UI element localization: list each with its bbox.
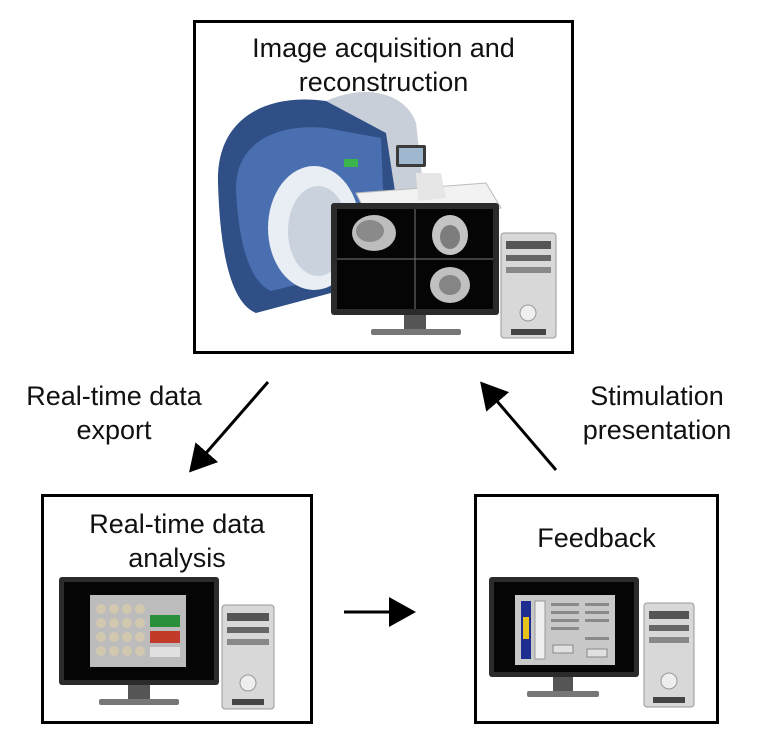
analysis-tower-icon — [221, 604, 275, 710]
stimulation-edge-label: Stimulation presentation — [582, 381, 732, 445]
acquisition-title: Image acquisition and reconstruction — [252, 33, 515, 97]
export-arrow — [189, 381, 270, 473]
feedback-computer-illustration — [489, 577, 695, 708]
computer-tower-icon — [500, 232, 557, 339]
analysis-box: Real-time data analysis — [41, 494, 313, 724]
feedback-tower-icon — [643, 602, 695, 708]
acquisition-box: Image acquisition and reconstruction — [193, 20, 574, 354]
analysis-title: Real-time data analysis — [89, 509, 265, 573]
mri-workstation-illustration — [217, 92, 557, 339]
brain-scan-monitor-icon — [331, 203, 499, 335]
feedback-monitor-icon — [489, 577, 639, 697]
feedback-title: Feedback — [537, 523, 656, 553]
analysis-monitor-icon — [59, 577, 219, 705]
feedback-box: Feedback — [474, 494, 719, 724]
export-edge-label: Real-time data export — [26, 381, 202, 445]
stimulation-arrow — [480, 381, 558, 471]
analysis-computer-illustration — [59, 577, 275, 710]
